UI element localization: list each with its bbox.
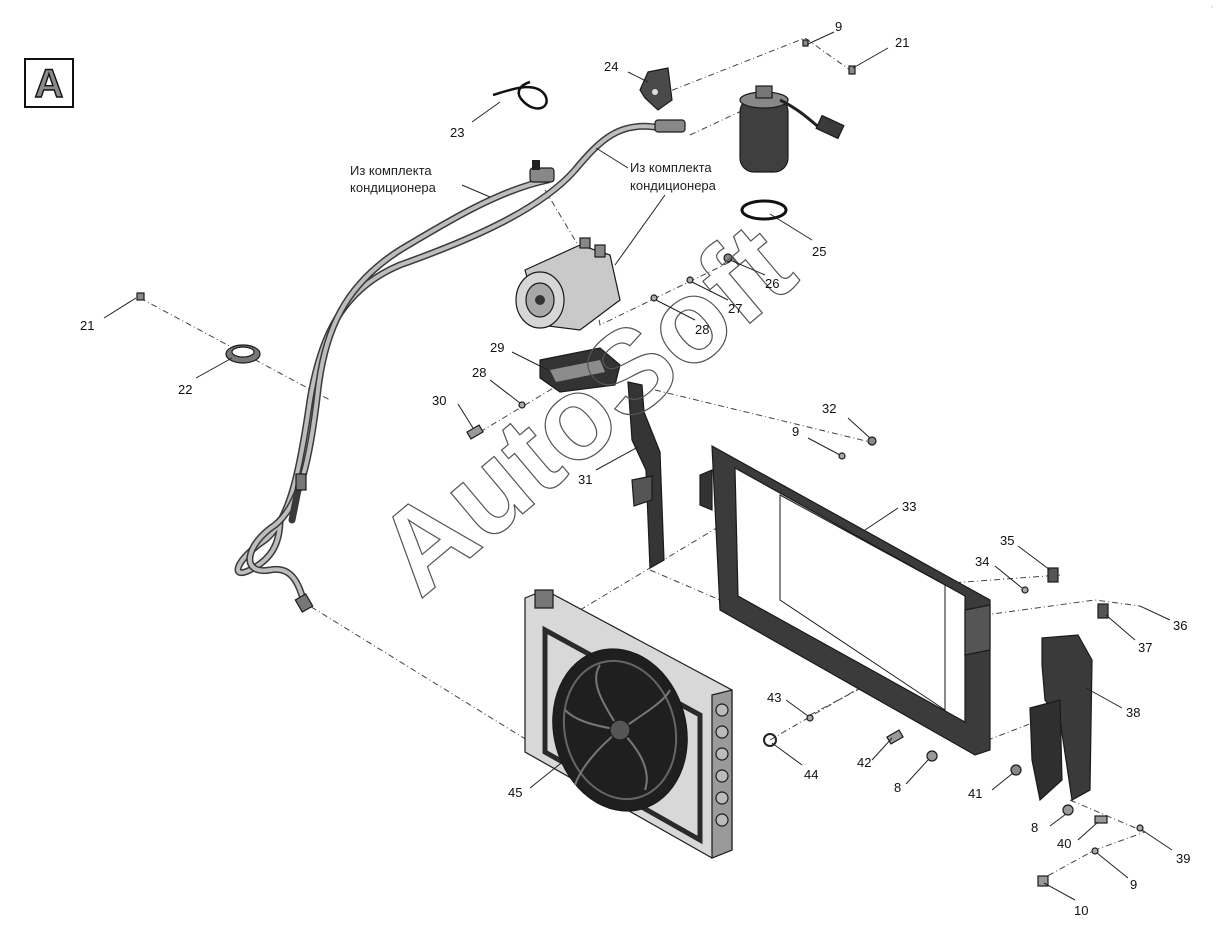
condenser-tubes [715,703,729,827]
callout-22: 22 [178,382,192,397]
callout-8: 8 [1031,820,1038,835]
callout-45: 45 [508,785,522,800]
callout-21: 21 [895,35,909,50]
callout-26: 26 [765,276,779,291]
callout-39: 39 [1176,851,1190,866]
callout-33: 33 [902,499,916,514]
callout-36: 36 [1173,618,1187,633]
refrigerant-hoses [234,119,686,613]
side-bracket-31 [627,381,665,570]
bracket-24 [639,67,673,111]
svg-text:A: A [35,63,64,103]
ac-compressor [515,237,621,331]
callout-42: 42 [857,755,871,770]
callout-31: 31 [578,472,592,487]
clamp-25 [740,199,788,221]
callout-10: 10 [1074,903,1088,918]
callout-numbers: 9 21 24 23 25 26 27 28 21 22 29 28 30 32… [80,19,1190,918]
callout-28: 28 [695,322,709,337]
callout-35: 35 [1000,533,1014,548]
callout-leaders [103,31,1173,901]
callout-24: 24 [604,59,618,74]
service-valve-cap [532,160,540,170]
service-valve [529,167,555,183]
hose-fitting [294,593,314,613]
callout-37: 37 [1138,640,1152,655]
callout-28: 28 [472,365,486,380]
callout-9: 9 [835,19,842,34]
svg-text:Из комплекта: Из комплекта [350,163,432,178]
svg-text:кондиционера: кондиционера [350,180,437,195]
condenser-fan-45 [524,589,733,859]
cable-tie [492,80,548,110]
callout-30: 30 [432,393,446,408]
note-right: Из комплекта кондиционера [595,147,717,266]
ring-22 [225,344,261,364]
callout-23: 23 [450,125,464,140]
callout-21: 21 [80,318,94,333]
fasteners [136,39,1144,887]
callout-41: 41 [968,786,982,801]
callout-38: 38 [1126,705,1140,720]
corner-mark: ◦ [1210,4,1213,11]
receiver-drier [739,85,845,173]
side-bracket-38 [1029,634,1093,802]
callout-29: 29 [490,340,504,355]
callout-27: 27 [728,301,742,316]
callout-34: 34 [975,554,989,569]
callout-9: 9 [1130,877,1137,892]
callout-8: 8 [894,780,901,795]
radiator-frame-33 [699,444,991,756]
svg-text:Из комплекта: Из комплекта [630,160,712,175]
svg-text:кондиционера: кондиционера [630,178,717,193]
view-label-letter: A [34,63,64,103]
callout-44: 44 [804,767,818,782]
hose-fitting [295,473,307,491]
callout-25: 25 [812,244,826,259]
view-stamp: A [24,58,74,108]
compressor-bracket [539,347,621,393]
callout-43: 43 [767,690,781,705]
callout-40: 40 [1057,836,1071,851]
hose-fitting [654,119,686,133]
callout-32: 32 [822,401,836,416]
callout-9: 9 [792,424,799,439]
note-left: Из комплекта кондиционера [350,163,491,198]
